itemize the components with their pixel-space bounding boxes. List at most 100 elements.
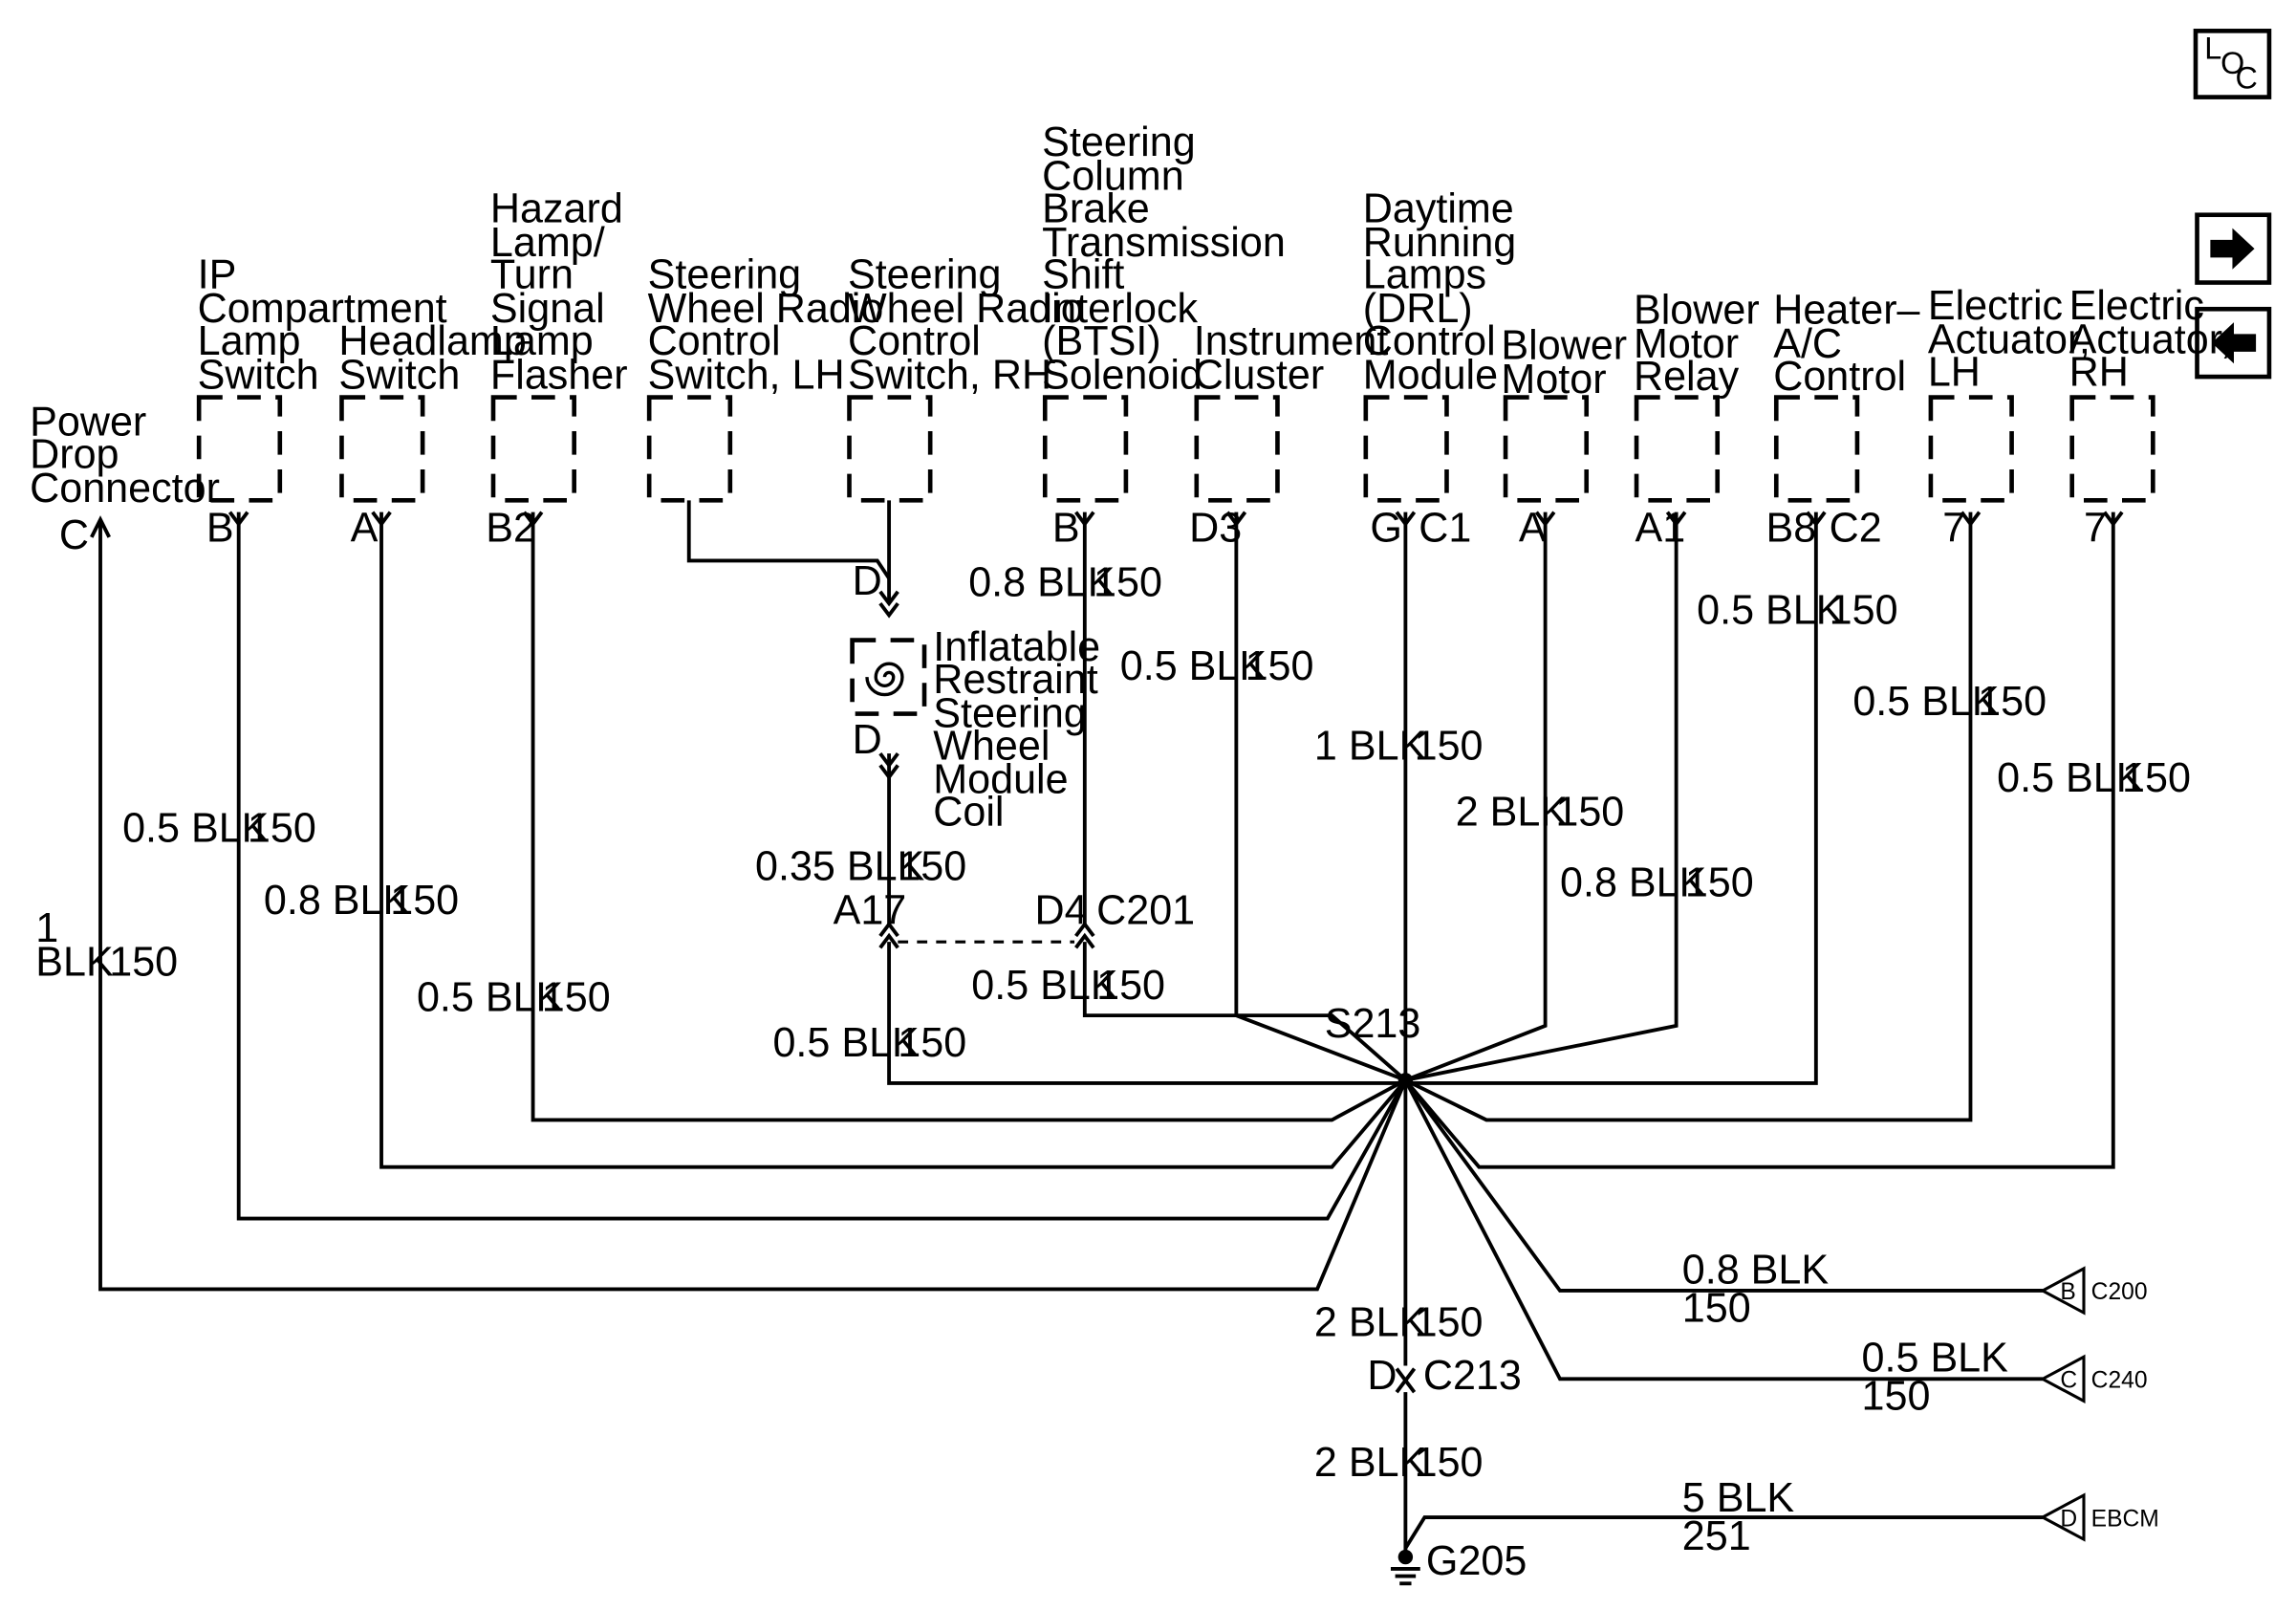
hazard-flasher-label: Hazard Turn Lamp/ Signal Lamp Flasher <box>490 185 628 398</box>
instrument-cluster-label: Instrument Cluster <box>1194 318 1389 398</box>
svg-text:Lamp: Lamp <box>198 318 301 364</box>
coil-label: Inflatable Restraint Steering Wheel Modu… <box>933 624 1100 835</box>
svg-text:Lamp: Lamp <box>490 318 594 364</box>
svg-text:Blower: Blower <box>1501 323 1627 369</box>
svg-text:Interlock: Interlock <box>1042 286 1198 332</box>
svg-text:251: 251 <box>1682 1513 1751 1559</box>
svg-text:C: C <box>2060 1368 2077 1394</box>
offpage-c200[interactable]: B C200 <box>2039 1266 2148 1316</box>
svg-text:Solenoid: Solenoid <box>1042 352 1202 398</box>
inline-connector-symbols <box>878 590 1417 1394</box>
btsi-solenoid-box[interactable] <box>1042 395 1129 503</box>
svg-text:0.8 BLK: 0.8 BLK <box>264 878 411 924</box>
svg-text:BLK: BLK <box>35 940 114 986</box>
actuator-rh-box[interactable] <box>2069 395 2155 503</box>
power-drop-arrow-icon <box>90 515 111 538</box>
svg-text:D: D <box>2060 1506 2077 1532</box>
location-button[interactable]: L O C <box>2193 29 2272 99</box>
offpage-ebcm[interactable]: D EBCM <box>2039 1492 2159 1542</box>
radio-switch-lh-box[interactable] <box>646 395 733 503</box>
svg-text:Lamp/: Lamp/ <box>490 220 605 266</box>
svg-text:B: B <box>2060 1279 2075 1305</box>
svg-text:Wheel Radio: Wheel Radio <box>648 286 884 332</box>
pin-heater-c2: C2 <box>1830 505 1882 551</box>
svg-text:0.5 BLK: 0.5 BLK <box>971 963 1118 1009</box>
svg-text:Transmission: Transmission <box>1042 220 1286 266</box>
electric-actuator-rh-label: Electric Actuator, RH <box>2069 283 2232 395</box>
svg-text:Brake: Brake <box>1042 185 1150 231</box>
svg-text:Module: Module <box>1363 352 1498 398</box>
svg-text:Actuator,: Actuator, <box>2069 316 2232 362</box>
svg-text:RH: RH <box>2069 349 2129 395</box>
svg-text:0.8 BLK: 0.8 BLK <box>968 559 1116 605</box>
pin-btsi: B <box>1052 505 1080 551</box>
headlamp-switch-box[interactable] <box>339 395 425 503</box>
svg-text:150: 150 <box>1245 643 1314 689</box>
svg-text:C240: C240 <box>2091 1368 2148 1394</box>
next-page-button[interactable] <box>2195 212 2272 285</box>
svg-text:(DRL): (DRL) <box>1363 286 1473 332</box>
svg-text:Steering: Steering <box>848 252 1002 298</box>
heater-ac-box[interactable] <box>1773 395 1860 503</box>
blower-motor-label: Blower Motor <box>1501 323 1627 402</box>
svg-text:150: 150 <box>1978 679 2047 725</box>
svg-text:Lamps: Lamps <box>1363 252 1486 298</box>
pin-d4: D4 <box>1034 888 1087 934</box>
offpage-c240[interactable]: C C240 <box>2039 1354 2148 1403</box>
pin-ip-lamp: B <box>206 505 234 551</box>
svg-text:150: 150 <box>1862 1374 1931 1420</box>
svg-text:Electric: Electric <box>1928 283 2063 329</box>
svg-text:0.5 BLK: 0.5 BLK <box>417 975 564 1021</box>
svg-text:Relay: Relay <box>1634 354 1740 400</box>
radio-switch-rh-box[interactable] <box>847 395 933 503</box>
svg-text:0.5 BLK: 0.5 BLK <box>1852 679 2000 725</box>
splice-s213[interactable] <box>1397 1073 1414 1088</box>
svg-text:1 BLK: 1 BLK <box>1314 723 1427 769</box>
svg-text:Hazard: Hazard <box>490 185 623 231</box>
svg-text:Running: Running <box>1363 220 1517 266</box>
wires <box>98 500 2115 1557</box>
previous-page-button[interactable] <box>2195 306 2272 380</box>
pin-actuator-rh: 7 <box>2084 505 2107 551</box>
svg-text:Blower: Blower <box>1634 288 1760 334</box>
ground-g205-icon[interactable] <box>1390 1549 1420 1586</box>
drl-module-box[interactable] <box>1363 395 1449 503</box>
svg-text:150: 150 <box>898 1020 966 1066</box>
svg-text:IP: IP <box>198 252 237 298</box>
svg-text:0.35 BLK: 0.35 BLK <box>755 844 925 890</box>
arrow-right-icon <box>2210 228 2255 270</box>
blower-motor-box[interactable] <box>1503 395 1590 503</box>
wire-labels: 1 BLK 150 0.5 BLK 150 0.8 BLK 150 0.5 BL… <box>35 559 2191 1558</box>
power-drop-connector-label: Power Drop Connector <box>30 400 220 511</box>
svg-text:150: 150 <box>2122 755 2191 801</box>
svg-text:Electric: Electric <box>2069 283 2204 329</box>
svg-text:150: 150 <box>1096 963 1165 1009</box>
svg-text:Control: Control <box>848 318 981 364</box>
svg-text:150: 150 <box>390 878 459 924</box>
svg-text:Heater–: Heater– <box>1773 288 1919 334</box>
svg-text:150: 150 <box>1682 1285 1751 1331</box>
svg-text:Steering: Steering <box>1042 120 1196 165</box>
pin-coil-top: D <box>853 558 882 604</box>
btsi-solenoid-label: Steering Column Brake Transmission Shift… <box>1042 120 1286 398</box>
svg-text:Steering: Steering <box>648 252 802 298</box>
headlamp-switch-label: Headlamp Switch <box>338 318 526 398</box>
ip-lamp-switch-box[interactable] <box>196 395 283 503</box>
svg-text:(BTSI): (BTSI) <box>1042 318 1160 364</box>
inflatable-restraint-coil[interactable] <box>850 638 927 716</box>
pin-a17: A17 <box>834 888 907 934</box>
actuator-lh-box[interactable] <box>1928 395 2014 503</box>
blower-relay-box[interactable] <box>1634 395 1721 503</box>
svg-text:Daytime: Daytime <box>1363 185 1514 231</box>
svg-text:150: 150 <box>1685 859 1754 905</box>
hazard-flasher-box[interactable] <box>490 395 576 503</box>
svg-text:Control: Control <box>1773 354 1906 400</box>
svg-text:Motor: Motor <box>1634 321 1739 367</box>
svg-text:150: 150 <box>1830 588 1898 634</box>
svg-text:Power: Power <box>30 400 146 446</box>
coil-spiral-icon <box>865 662 904 697</box>
instrument-cluster-box[interactable] <box>1194 395 1280 503</box>
svg-text:5 BLK: 5 BLK <box>1682 1475 1795 1521</box>
svg-text:Flasher: Flasher <box>490 352 628 398</box>
